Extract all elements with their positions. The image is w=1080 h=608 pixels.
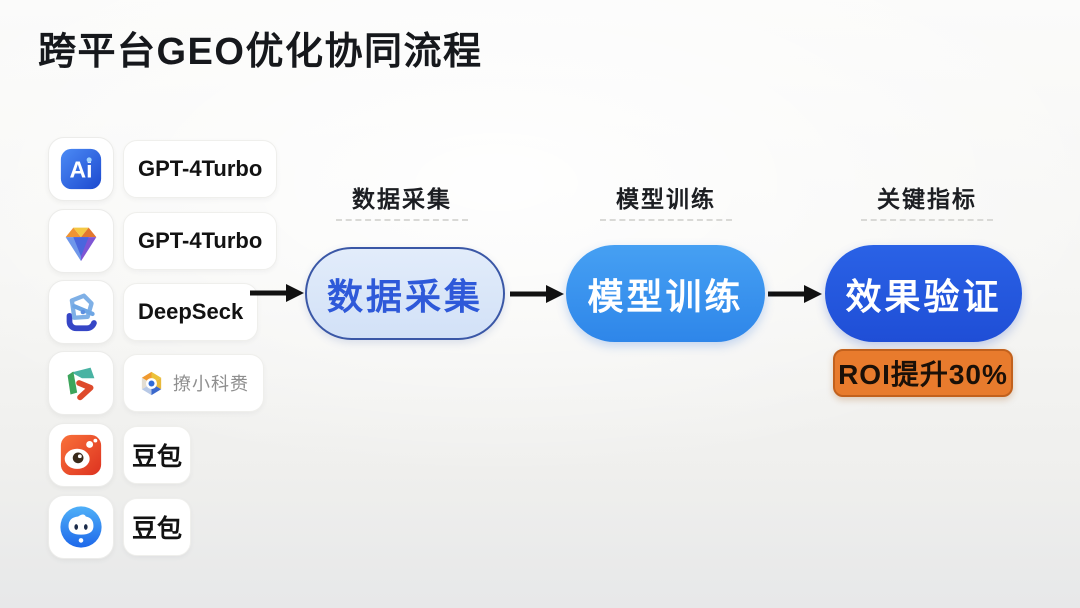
- deepseek-logo-icon: [66, 293, 97, 332]
- platform-row: 豆包: [48, 495, 191, 559]
- node-data-collection: 数据采集: [305, 247, 505, 340]
- platform-label: 撩小科赉: [123, 354, 264, 412]
- platform-name: 豆包: [131, 515, 182, 543]
- flow-arrow-icon: [768, 285, 822, 303]
- node-model-training: 模型训练: [566, 245, 765, 342]
- flow-arrow-icon: [250, 284, 304, 302]
- node-effect-validation: 效果验证: [825, 245, 1022, 342]
- ai-badge-icon: Ai: [48, 137, 114, 201]
- stage-header-data-collection: 数据采集: [352, 186, 452, 212]
- platform-row: Ai GPT-4Turbo: [48, 137, 278, 201]
- platform-name: GPT-4Turbo: [138, 228, 263, 253]
- hexagon-gem-icon: [141, 371, 162, 395]
- dashed-divider: [336, 219, 468, 221]
- platform-row: 撩小科赉: [48, 351, 264, 415]
- dashed-divider: [861, 219, 993, 221]
- platform-row: 豆包: [48, 423, 191, 487]
- ai-badge-icon: Ai: [60, 148, 102, 190]
- weibo-eye-icon: [60, 434, 102, 476]
- green-cube-logo-icon: [48, 351, 114, 415]
- roi-badge: ROI提升30%: [833, 349, 1013, 397]
- gem-diamond-icon: [65, 227, 97, 262]
- dashed-divider: [600, 219, 732, 221]
- doubao-mascot-icon: [48, 495, 114, 559]
- page-title: 跨平台GEO优化协同流程: [38, 31, 483, 73]
- platform-name: 豆包: [131, 443, 182, 471]
- platform-label: GPT-4Turbo: [123, 140, 278, 198]
- gem-diamond-icon: [48, 209, 114, 273]
- platform-label: 豆包: [123, 426, 191, 484]
- platform-name: GPT-4Turbo: [138, 156, 263, 181]
- deepseek-logo-icon: [48, 280, 114, 344]
- svg-text:Ai: Ai: [70, 157, 93, 183]
- weibo-eye-icon: [48, 423, 114, 487]
- platform-row: GPT-4Turbo: [48, 209, 278, 273]
- platform-row: DeepSeck: [48, 280, 259, 344]
- stage-header-key-metrics: 关键指标: [877, 186, 977, 212]
- platform-label: GPT-4Turbo: [123, 212, 278, 270]
- platform-name: 撩小科赉: [173, 374, 249, 394]
- flow-arrow-icon: [510, 285, 564, 303]
- green-cube-logo-icon: [67, 367, 95, 401]
- platform-name: DeepSeck: [138, 299, 244, 324]
- stage-header-model-training: 模型训练: [616, 186, 716, 212]
- platform-label: 豆包: [123, 498, 191, 556]
- doubao-mascot-icon: [60, 506, 102, 548]
- platform-label: DeepSeck: [123, 283, 259, 341]
